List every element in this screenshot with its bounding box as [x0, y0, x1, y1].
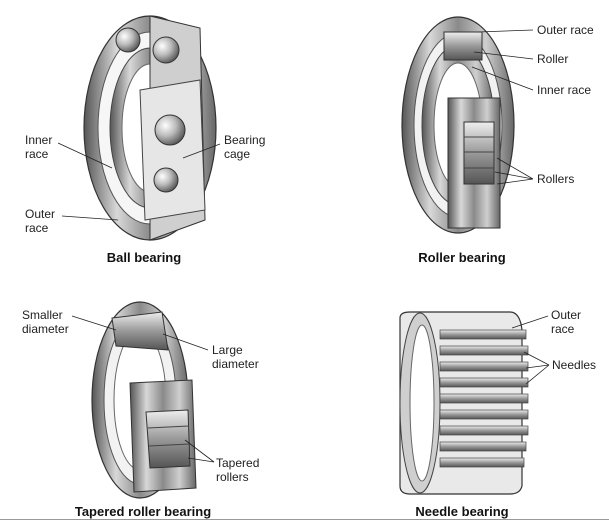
tapered-bearing-illustration [91, 301, 197, 499]
roller-roller-label: Roller [537, 52, 569, 66]
roller-bearing-illustration [401, 16, 515, 234]
tapered-large-line1: Large [212, 343, 243, 357]
tapered-rollers-line2: rollers [216, 470, 249, 484]
roller-inner-race-label: Inner race [537, 83, 592, 97]
ball-bearing-leaders [57, 142, 221, 221]
needle-bearing-leaders [511, 315, 550, 385]
tapered-smaller-diameter-label: Smaller diameter [22, 308, 69, 336]
tapered-bearing-leaders [71, 315, 215, 463]
ball-outer-race-label: Outer race [25, 207, 55, 235]
roller-outer-race-label: Outer race [537, 23, 594, 37]
ball-inner-race-line1: Inner [25, 133, 53, 147]
ball-outer-race-line1: Outer [25, 207, 56, 221]
ball-outer-race-line2: race [25, 221, 49, 235]
tapered-large-line2: diameter [212, 357, 259, 371]
needle-bearing-illustration [399, 311, 529, 495]
needle-outer-race-line2: race [551, 322, 575, 336]
tapered-large-diameter-label: Large diameter [212, 343, 259, 371]
ball-inner-race-line2: race [25, 147, 49, 161]
needle-bearing-caption: Needle bearing [415, 504, 509, 519]
ball-cage-line2: cage [224, 147, 251, 161]
needle-outer-race-label: Outer race [551, 308, 581, 336]
ball-bearing-illustration [83, 15, 217, 241]
needle-needles-label: Needles [552, 358, 597, 372]
roller-rollers-label: Rollers [537, 172, 575, 186]
tapered-smaller-line2: diameter [22, 322, 69, 336]
tapered-smaller-line1: Smaller [22, 308, 63, 322]
roller-bearing-leaders [471, 29, 534, 185]
ball-inner-race-label: Inner race [25, 133, 52, 161]
ball-cage-line1: Bearing [224, 133, 266, 147]
ball-bearing-cage-label: Bearing cage [224, 133, 265, 161]
roller-bearing-caption: Roller bearing [418, 250, 506, 265]
tapered-rollers-line1: Tapered [216, 456, 260, 470]
tapered-bearing-caption: Tapered roller bearing [74, 504, 212, 519]
needle-outer-race-line1: Outer [551, 308, 582, 322]
bottom-divider [0, 519, 609, 520]
tapered-rollers-label: Tapered rollers [216, 456, 259, 484]
ball-bearing-caption: Ball bearing [106, 250, 182, 265]
